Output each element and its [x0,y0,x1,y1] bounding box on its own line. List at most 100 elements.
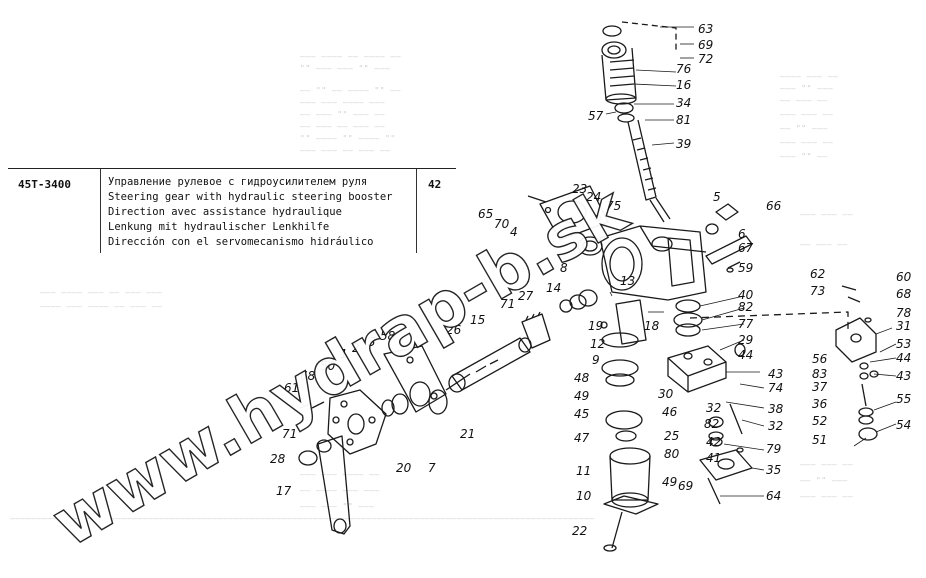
callout-label: 21 [460,427,475,441]
callout-label: 30 [658,387,674,401]
callout-label: 34 [676,96,691,110]
callout-label: 77 [738,317,754,331]
callout-label: 82 [704,417,719,431]
callout-label: 49 [574,389,589,403]
fitting-parts [705,203,861,303]
callout-label: 35 [766,463,781,477]
callout-label: 6 [738,227,746,241]
callout-label: 76 [676,62,692,76]
callout-label: 32 [706,401,721,415]
callout-label: 15 [470,313,485,327]
callout-label: 68 [896,287,912,301]
column-divider [416,169,417,253]
callout-label: 8 [560,261,568,275]
callout-label: 32 [768,419,783,433]
callout-label: 57 [588,109,604,123]
callout-label: 13 [620,274,635,288]
seal-ring-part [675,299,701,313]
callout-label: 38 [768,402,784,416]
callout-label: 71 [500,297,515,311]
callout-label: 67 [738,241,754,255]
valve-spool-stack [858,362,879,441]
callout-label: 48 [574,371,590,385]
callout-label: 52 [812,414,827,428]
callout-label: 26 [446,323,462,337]
spring-part [729,403,743,435]
valve-block-part [835,317,877,363]
dashed-leader [621,21,677,50]
callout-label: 69 [698,38,713,52]
callout-label: 70 [494,217,510,231]
callout-label: 75 [606,199,621,213]
pitman-arm-flange-part [327,389,387,455]
callout-label: 31 [896,319,911,333]
callout-label: 10 [576,489,592,503]
title-en: Steering gear with hydraulic steering bo… [108,191,393,203]
callout-label: 73 [810,284,825,298]
callout-label: 39 [676,137,691,151]
callout-label: 72 [698,52,713,66]
callout-label: 68 [300,369,316,383]
callout-label: 69 [678,479,693,493]
flange-assembly-part [381,345,471,417]
title-lines: Управление рулевое с гидроусилителем рул… [108,175,392,250]
callout-label: 36 [812,397,828,411]
callout-label: 25 [664,429,679,443]
gear-housing-part [599,225,707,301]
callout-label: 78 [896,306,912,320]
callout-label: 55 [896,392,911,406]
pitman-arm-eye [333,518,347,534]
title-block: 45T-3400 Управление рулевое с гидроусили… [8,168,456,253]
callout-label: 82 [738,300,753,314]
callout-label: 3 [368,335,376,349]
callout-label: 29 [738,333,753,347]
callout-label: 23 [572,182,587,196]
callout-label: 44 [896,351,911,365]
callout-label: 65 [478,207,493,221]
callout-label: 4 [510,225,518,239]
watermark-text: www.hydrap-b.sk [40,170,642,562]
bolt-part [299,403,311,409]
callout-label: 45 [574,407,589,421]
callout-label: 16 [676,78,692,92]
callout-label: 50 [320,359,336,373]
callout-label: 71 [282,427,297,441]
callout-label: 18 [644,319,660,333]
cover-plate-part [539,185,609,256]
callout-label: 51 [812,433,827,447]
callout-label: 41 [706,451,721,465]
callout-label: 5 [713,190,721,204]
callout-label: 40 [738,288,754,302]
callout-label: 17 [276,484,292,498]
bolt-part [311,401,325,409]
callout-label: 54 [896,418,911,432]
callout-label: 47 [574,431,590,445]
callout-label: 27 [518,289,534,303]
pitman-arm-part [317,435,351,535]
distributor-block-part [667,343,746,393]
callout-label: 46 [662,405,678,419]
title-de: Lenkung mit hydraulischer Lenkhilfe [108,221,330,233]
callout-label: 81 [676,113,691,127]
nut-part [298,450,318,466]
callout-label: 60 [896,270,912,284]
catalog-code: 45T-3400 [18,178,71,191]
watermark: www.hydrap-b.sk [39,169,642,562]
seal-ring-part [675,323,701,337]
callout-label: 22 [572,524,587,538]
bolt-part [527,195,547,203]
title-fr: Direction avec assistance hydraulique [108,206,342,218]
seal-ring-part [673,312,703,328]
lower-cylinder-part [603,447,659,552]
callout-label: 62 [810,267,825,281]
callout-label: 64 [766,489,781,503]
callout-label: 80 [664,447,680,461]
callout-label: 42 [706,435,721,449]
dashed-leader [689,311,849,330]
callout-label: 49 [662,475,677,489]
callout-label: 37 [812,380,828,394]
callout-label: 61 [284,381,299,395]
plug-part [708,431,724,441]
